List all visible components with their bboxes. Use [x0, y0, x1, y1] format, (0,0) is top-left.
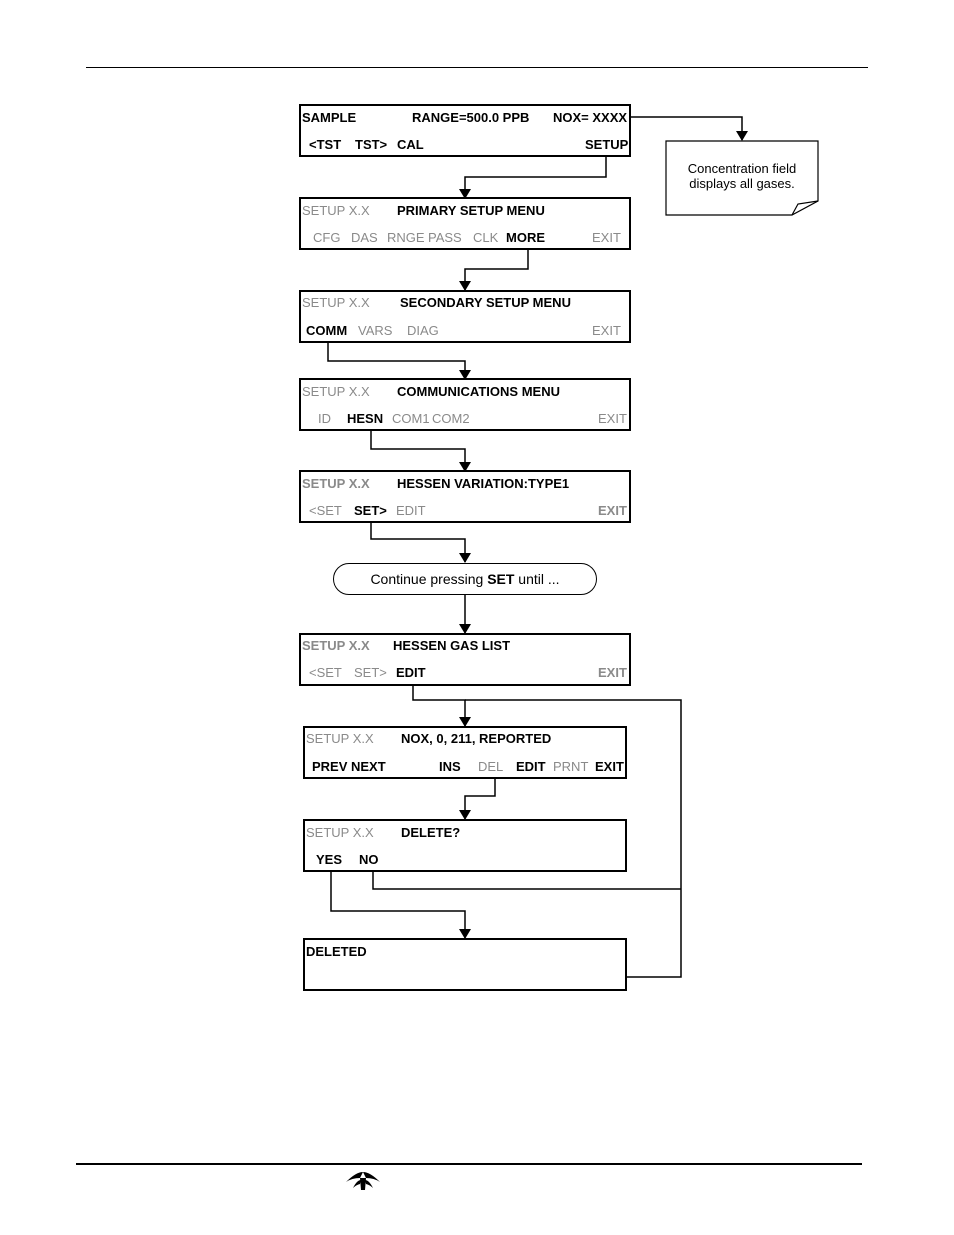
key-com2[interactable]: COM2 — [432, 411, 470, 426]
key-more[interactable]: MORE — [506, 230, 545, 245]
screen-primary-setup — [299, 197, 631, 250]
note-line-2: displays all gases. — [689, 176, 795, 191]
arrow-comm — [327, 338, 471, 380]
hvar-title: HESSEN VARIATION:TYPE1 — [397, 476, 570, 491]
arrow-edit — [412, 681, 471, 727]
sample-conc: NOX= XXXX — [553, 110, 628, 125]
sample-range: RANGE=500.0 PPB — [412, 110, 530, 125]
key-rnge[interactable]: RNGE — [387, 230, 425, 245]
key-prev[interactable]: PREV — [312, 759, 348, 774]
arrow-to-note — [630, 116, 748, 141]
screen-hessen-gas-list — [299, 633, 631, 686]
key-hvar-set-next[interactable]: SET> — [354, 503, 387, 518]
concentration-note: Concentration field displays all gases. — [666, 140, 818, 215]
key-hesn[interactable]: HESN — [347, 411, 384, 426]
key-tst-prev[interactable]: <TST — [309, 137, 342, 152]
entry-setup-label: SETUP X.X — [306, 731, 374, 746]
key-hvar-exit[interactable]: EXIT — [598, 503, 627, 518]
key-gaslist-exit[interactable]: EXIT — [598, 665, 627, 680]
key-comm-exit[interactable]: EXIT — [598, 411, 627, 426]
key-prnt[interactable]: PRNT — [553, 759, 589, 774]
arrow-del — [459, 775, 496, 820]
continue-pressing-pill: Continue pressing SET until ... — [333, 563, 597, 595]
key-setup[interactable]: SETUP — [585, 137, 629, 152]
key-entry-exit[interactable]: EXIT — [595, 759, 624, 774]
key-clk[interactable]: CLK — [473, 230, 499, 245]
key-comm[interactable]: COMM — [306, 323, 348, 338]
primary-title: PRIMARY SETUP MENU — [397, 203, 545, 218]
header-rule — [86, 67, 868, 68]
pill-before: Continue pressing — [370, 571, 488, 587]
key-gaslist-set-prev[interactable]: <SET — [309, 665, 342, 680]
screen-secondary-setup — [299, 290, 631, 343]
key-no[interactable]: NO — [359, 852, 379, 867]
primary-setup-label: SETUP X.X — [302, 203, 370, 218]
pill-after: until ... — [514, 571, 560, 587]
deleted-title: DELETED — [306, 944, 367, 959]
note-line-1: Concentration field — [687, 161, 797, 176]
key-entry-edit[interactable]: EDIT — [516, 759, 546, 774]
key-diag[interactable]: DIAG — [407, 323, 439, 338]
key-pass[interactable]: PASS — [428, 230, 462, 245]
screen-delete-confirm — [303, 819, 627, 872]
screen-communications — [299, 378, 631, 431]
entry-title: NOX, 0, 211, REPORTED — [401, 731, 552, 746]
key-id[interactable]: ID — [318, 411, 331, 426]
key-cal[interactable]: CAL — [397, 137, 424, 152]
key-del[interactable]: DEL — [478, 759, 504, 774]
screen-gas-entry — [303, 726, 627, 779]
delete-title: DELETE? — [401, 825, 461, 840]
arrow-hesn — [370, 427, 471, 472]
key-yes[interactable]: YES — [316, 852, 343, 867]
secondary-setup-label: SETUP X.X — [302, 295, 370, 310]
return-line-edit — [465, 699, 682, 978]
screen-deleted — [303, 938, 627, 991]
key-com1[interactable]: COM1 — [392, 411, 430, 426]
hvar-setup-label: SETUP X.X — [302, 476, 370, 491]
key-ins[interactable]: INS — [439, 759, 461, 774]
gaslist-setup-label: SETUP X.X — [302, 638, 370, 653]
arrow-yes — [330, 868, 471, 939]
key-vars[interactable]: VARS — [358, 323, 393, 338]
key-gaslist-set-next[interactable]: SET> — [354, 665, 387, 680]
footer-rule — [76, 1163, 862, 1165]
key-primary-exit[interactable]: EXIT — [592, 230, 621, 245]
return-line-no — [372, 868, 681, 890]
delete-setup-label: SETUP X.X — [306, 825, 374, 840]
pill-key: SET — [487, 571, 515, 587]
arrow-setup — [459, 154, 607, 199]
screen-sample — [299, 104, 631, 157]
key-next[interactable]: NEXT — [351, 759, 386, 774]
arrow-more — [459, 246, 529, 291]
key-hvar-set-prev[interactable]: <SET — [309, 503, 342, 518]
gaslist-title: HESSEN GAS LIST — [393, 638, 511, 653]
arrow-set — [370, 519, 471, 563]
screen-hessen-variation — [299, 470, 631, 523]
comm-setup-label: SETUP X.X — [302, 384, 370, 399]
key-das[interactable]: DAS — [351, 230, 378, 245]
key-hvar-edit[interactable]: EDIT — [396, 503, 426, 518]
secondary-title: SECONDARY SETUP MENU — [400, 295, 571, 310]
sample-mode: SAMPLE — [302, 110, 357, 125]
key-secondary-exit[interactable]: EXIT — [592, 323, 621, 338]
key-tst-next[interactable]: TST> — [355, 137, 388, 152]
key-cfg[interactable]: CFG — [313, 230, 341, 245]
comm-title: COMMUNICATIONS MENU — [397, 384, 560, 399]
key-gaslist-edit[interactable]: EDIT — [396, 665, 426, 680]
